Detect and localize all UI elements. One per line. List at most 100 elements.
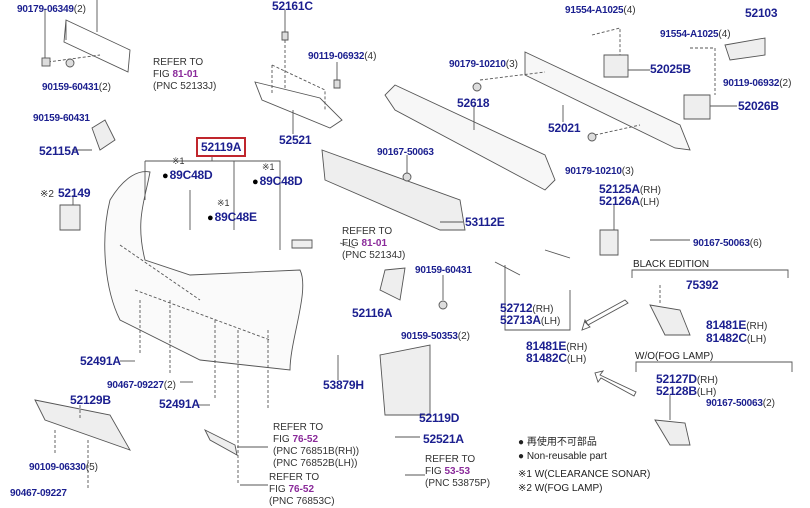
part-qty: (RH): [566, 342, 588, 353]
part-number-link[interactable]: 52119D: [419, 411, 460, 425]
part-number-link[interactable]: 52116A: [352, 306, 393, 320]
part-number-link[interactable]: 90119-06932: [308, 51, 365, 62]
part-number-link[interactable]: 90167-50063: [693, 238, 750, 249]
part-number-link[interactable]: 90119-06932: [723, 78, 780, 89]
part-qty: (LH): [540, 316, 561, 327]
part-number-link[interactable]: 90467-09227: [107, 380, 164, 391]
part-number-link[interactable]: 52119A: [196, 137, 247, 157]
part-number-link[interactable]: 52125A: [599, 182, 640, 196]
part-label: 52115A: [39, 145, 79, 159]
refer-to-text: REFER TO: [342, 226, 393, 237]
part-label: 90159-60431: [415, 263, 472, 277]
part-label: 90159-50353(2): [401, 329, 470, 343]
part-label: 75392: [686, 278, 719, 293]
part-number-link[interactable]: 91554-A1025: [565, 5, 624, 16]
pnc-text: (PNC 76851B(RH)): [273, 446, 360, 457]
part-label: 81482C(LH): [706, 332, 766, 346]
part-number-link[interactable]: 81482C: [706, 331, 747, 345]
part-number-link[interactable]: 52025B: [650, 62, 691, 76]
part-number-link[interactable]: 81482C: [526, 351, 567, 365]
bumper-cover: [104, 171, 304, 371]
part-number-link[interactable]: 52712: [500, 301, 533, 315]
part-label: 52119A: [196, 137, 247, 157]
part-number-link[interactable]: 52128B: [656, 384, 697, 398]
side-bracket-52115a: [91, 119, 116, 151]
part-number-link[interactable]: 53879H: [323, 378, 364, 392]
part-number-link[interactable]: 81481E: [526, 339, 567, 353]
part-number-link[interactable]: 90467-09227: [10, 488, 67, 499]
note-1-mark: ※1: [262, 162, 275, 172]
fog-cover-wo-fog: [654, 419, 691, 446]
part-number-link[interactable]: 52521A: [423, 432, 464, 446]
part-number-link[interactable]: 90159-50353: [401, 331, 458, 342]
part-label: 52119D: [419, 412, 459, 426]
part-number-link[interactable]: 90159-60431: [42, 82, 99, 93]
part-label: 52712(RH): [500, 302, 553, 316]
refer-to-text: REFER TO: [425, 454, 476, 465]
fig-prefix: FIG: [425, 466, 445, 477]
part-number-link[interactable]: 52491A: [159, 397, 200, 411]
part-label: 90159-60431: [33, 111, 90, 125]
non-reusable-dot-icon: ●: [252, 176, 259, 188]
part-number-link[interactable]: 52021: [548, 121, 581, 135]
part-label: ※1●89C48D: [252, 162, 303, 189]
fig-prefix: FIG: [153, 69, 173, 80]
part-label: 90467-09227: [10, 486, 67, 500]
fig-link[interactable]: 76-52: [292, 434, 319, 445]
part-number-link[interactable]: 81481E: [706, 318, 747, 332]
part-number-link[interactable]: 90167-50063: [706, 398, 763, 409]
fig-prefix: FIG: [273, 434, 293, 445]
pnc-text: (PNC 53875P): [425, 478, 491, 489]
fig-link[interactable]: 81-01: [361, 238, 388, 249]
part-number-link[interactable]: 52026B: [738, 99, 779, 113]
legend: ● 再使用不可部品 ● Non-reusable part ※1 W(CLEAR…: [518, 436, 650, 496]
fig-link[interactable]: 76-52: [288, 484, 315, 495]
note-1-mark: ※1: [217, 198, 230, 208]
part-number-link[interactable]: 90179-10210: [449, 59, 506, 70]
part-number-link[interactable]: 90159-60431: [33, 113, 90, 124]
part-number-link[interactable]: 90179-10210: [565, 166, 622, 177]
part-qty: (4): [623, 5, 636, 16]
part-number-link[interactable]: 52161C: [272, 0, 313, 13]
refer-to-fig-53-53: REFER TO FIG 53-53 (PNC 53875P): [425, 454, 490, 490]
part-number-link[interactable]: 90179-06349: [17, 4, 74, 15]
part-number-link[interactable]: 52521: [279, 133, 312, 147]
group-black-edition: BLACK EDITION: [633, 259, 710, 270]
fig-link[interactable]: 53-53: [444, 466, 471, 477]
part-number-link[interactable]: 90109-06330: [29, 462, 86, 473]
part-number-link[interactable]: 75392: [686, 278, 719, 292]
refer-to-fig-76-52-a: REFER TO FIG 76-52 (PNC 76851B(RH)) (PNC…: [273, 422, 359, 470]
part-label: 52126A(LH): [599, 195, 659, 209]
part-number-link[interactable]: 53112E: [465, 215, 505, 229]
part-number-link[interactable]: 89C48E: [214, 210, 257, 224]
fig-link[interactable]: 81-01: [172, 69, 199, 80]
refer-to-text: REFER TO: [153, 57, 204, 68]
part-number-link[interactable]: 52103: [745, 6, 778, 20]
refer-to-fig-81-01-a: REFER TO FIG 81-01 (PNC 52133J): [153, 57, 216, 93]
part-number-link[interactable]: 89C48D: [169, 168, 213, 182]
legend-note-2: ※2 W(FOG LAMP): [518, 483, 603, 494]
part-number-link[interactable]: 52126A: [599, 194, 640, 208]
part-number-link[interactable]: 90159-60431: [415, 265, 472, 276]
part-number-link[interactable]: 52129B: [70, 393, 111, 407]
part-label: 53879H: [323, 379, 364, 393]
part-label: 53112E: [465, 216, 505, 230]
part-number-link[interactable]: 52491A: [80, 354, 121, 368]
part-number-link[interactable]: 52713A: [500, 313, 541, 327]
part-label: 81481E(RH): [526, 340, 587, 354]
part-label: 90167-50063(2): [706, 396, 775, 410]
energy-absorber-52025b: [603, 54, 629, 78]
part-number-link[interactable]: 90167-50063: [377, 147, 434, 158]
arrow-black-edition: [581, 299, 629, 331]
part-number-link[interactable]: 91554-A1025: [660, 29, 719, 40]
part-number-link[interactable]: 52115A: [39, 144, 80, 158]
note-1-mark: ※1: [172, 156, 185, 166]
part-number-link[interactable]: 52618: [457, 96, 490, 110]
refer-to-text: REFER TO: [273, 422, 324, 433]
part-number-link[interactable]: 89C48D: [259, 174, 303, 188]
part-qty: (2): [457, 331, 470, 342]
part-qty: (5): [85, 462, 98, 473]
part-number-link[interactable]: 52149: [57, 186, 91, 200]
part-number-link[interactable]: 52127D: [656, 372, 697, 386]
